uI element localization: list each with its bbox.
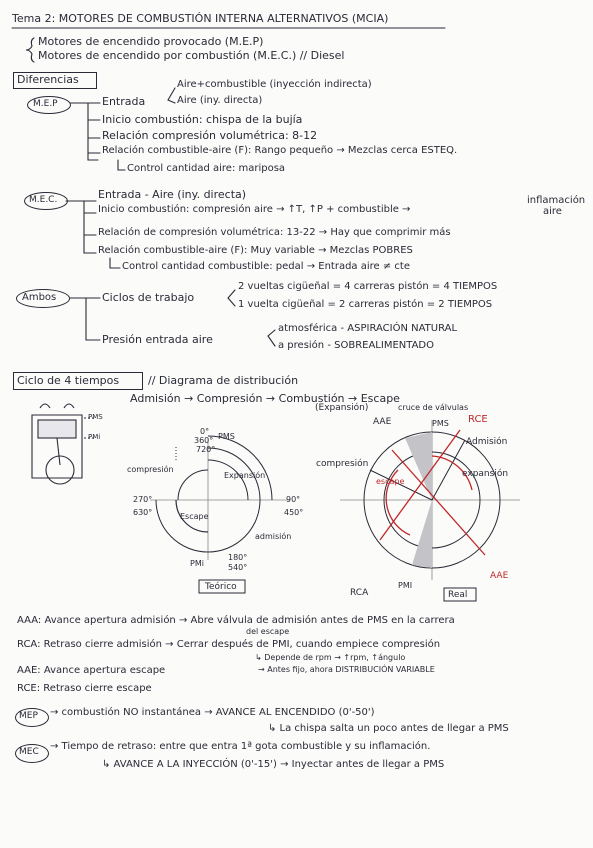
mec-definition: Motores de encendido por combustión (M.E… bbox=[38, 49, 345, 62]
real-label: Real bbox=[448, 590, 468, 600]
ambos-presion: Presión entrada aire bbox=[102, 333, 213, 346]
mec-note-sub: ↳ AVANCE A LA INYECCIÓN (0'-15') → Inyec… bbox=[102, 759, 445, 770]
note-rca: RCA: Retraso cierre admisión → Cerrar de… bbox=[17, 639, 441, 650]
mep-entrada-b: Aire (iny. directa) bbox=[177, 95, 263, 106]
mep-note-sub: ↳ La chispa salta un poco antes de llega… bbox=[268, 723, 509, 734]
teo-compresion: compresión bbox=[127, 465, 174, 474]
note-aaa: AAA: Avance apertura admisión → Abre vál… bbox=[17, 615, 455, 626]
real-aae-bottom: AAE bbox=[490, 571, 509, 581]
mec-tag-oval bbox=[24, 192, 68, 210]
real-pmi: PMI bbox=[398, 581, 413, 590]
ambos-ciclo-b: 1 vuelta cigüeñal = 2 carreras pistón = … bbox=[238, 299, 493, 310]
teo-90: 90° bbox=[286, 495, 301, 504]
diferencias-label: Diferencias bbox=[17, 73, 79, 86]
mec-relacion-comp: Relación de compresión volumétrica: 13-2… bbox=[98, 227, 451, 238]
ambos-ciclos: Ciclos de trabajo bbox=[102, 291, 195, 304]
mec-inflamacion-b: aire bbox=[543, 206, 562, 217]
teo-630: 630° bbox=[133, 508, 153, 517]
note-aae-b: → Antes fijo, ahora DISTRIBUCIÓN VARIABL… bbox=[258, 665, 435, 674]
ambos-presion-b: a presión - SOBREALIMENTADO bbox=[278, 340, 434, 351]
teo-720: 720° bbox=[196, 445, 216, 454]
real-pms: PMS bbox=[432, 419, 449, 428]
cycle-sequence: Admisión → Compresión → Combustión → Esc… bbox=[130, 392, 400, 405]
teo-expansion: Expansión bbox=[224, 471, 266, 480]
ambos-ciclo-a: 2 vueltas cigüeñal = 4 carreras pistón =… bbox=[238, 281, 498, 292]
teo-0: 0° bbox=[200, 427, 210, 436]
mep-entrada-a: Aire+combustible (inyección indirecta) bbox=[177, 79, 372, 90]
teo-pms: PMS bbox=[218, 432, 235, 441]
mep-note-tag: MEP bbox=[19, 711, 38, 721]
mec-inflamacion-a: inflamación bbox=[527, 195, 586, 206]
real-rce: RCE bbox=[468, 414, 488, 425]
ambos-presion-a: atmosférica - ASPIRACIÓN NATURAL bbox=[278, 323, 458, 334]
mec-tag: M.E.C. bbox=[29, 195, 58, 205]
mep-note-oval bbox=[15, 708, 49, 727]
teo-pmi: PMi bbox=[190, 559, 204, 568]
teo-270: 270° bbox=[133, 495, 153, 504]
real-expansion: expansión bbox=[462, 469, 509, 479]
note-rca-b: ↳ Depende de rpm → ↑rpm, ↑ángulo bbox=[255, 653, 406, 662]
mep-relacion-comp: Relación compresión volumétrica: 8-12 bbox=[102, 129, 318, 142]
engine-pmi: PMi bbox=[88, 433, 101, 441]
cruce-label: cruce de válvulas bbox=[398, 403, 469, 412]
mep-entrada: Entrada bbox=[102, 95, 146, 108]
teo-escape: Escape bbox=[180, 512, 209, 521]
real-compresion: compresión bbox=[316, 459, 369, 469]
expansion-label: (Expansión) bbox=[315, 403, 369, 413]
real-admision: Admisión bbox=[466, 437, 508, 447]
teo-540: 540° bbox=[228, 563, 248, 572]
teo-label: Teórico bbox=[205, 582, 237, 592]
ciclo-box bbox=[13, 372, 143, 390]
mep-definition: Motores de encendido provocado (M.E.P) bbox=[38, 35, 264, 48]
teo-450: 450° bbox=[284, 508, 304, 517]
teo-180: 180° bbox=[228, 553, 248, 562]
real-rca: RCA bbox=[350, 588, 369, 598]
real-escape: escape bbox=[376, 477, 405, 486]
ambos-tag: Ambos bbox=[22, 292, 57, 303]
note-aae: AAE: Avance apertura escape bbox=[17, 665, 166, 676]
note-aaa-b: del escape bbox=[246, 627, 290, 636]
mep-inicio: Inicio combustión: chispa de la bujía bbox=[102, 113, 303, 126]
mec-control: Control cantidad combustible: pedal → En… bbox=[122, 261, 410, 272]
diferencias-box bbox=[13, 72, 97, 89]
page-title: Tema 2: MOTORES DE COMBUSTIÓN INTERNA AL… bbox=[12, 12, 389, 25]
diagram-title: // Diagrama de distribución bbox=[148, 374, 299, 387]
ambos-tag-oval bbox=[16, 289, 70, 308]
mep-tag: M.E.P bbox=[33, 99, 58, 109]
mep-tag-oval bbox=[27, 96, 71, 114]
teo-admision: admisión bbox=[255, 532, 292, 541]
mec-entrada: Entrada - Aire (iny. directa) bbox=[98, 188, 247, 201]
teo-360: 360° bbox=[194, 436, 214, 445]
engine-pms: PMS bbox=[88, 413, 103, 421]
note-rce: RCE: Retraso cierre escape bbox=[17, 683, 152, 694]
mec-note-line: → Tiempo de retraso: entre que entra 1ª … bbox=[50, 741, 431, 752]
mep-control: Control cantidad aire: mariposa bbox=[127, 163, 286, 174]
mec-note-oval bbox=[15, 744, 49, 763]
ciclo-label: Ciclo de 4 tiempos bbox=[17, 374, 120, 387]
real-aae-top: AAE bbox=[373, 417, 392, 427]
mec-inicio: Inicio combustión: compresión aire → ↑T,… bbox=[98, 204, 411, 215]
mec-note-tag: MEC bbox=[19, 747, 39, 757]
mep-note-line: → combustión NO instantánea → AVANCE AL … bbox=[50, 707, 375, 718]
mec-relacion-aire: Relación combustible-aire (F): Muy varia… bbox=[98, 245, 413, 256]
mep-relacion-aire: Relación combustible-aire (F): Rango peq… bbox=[102, 145, 458, 156]
